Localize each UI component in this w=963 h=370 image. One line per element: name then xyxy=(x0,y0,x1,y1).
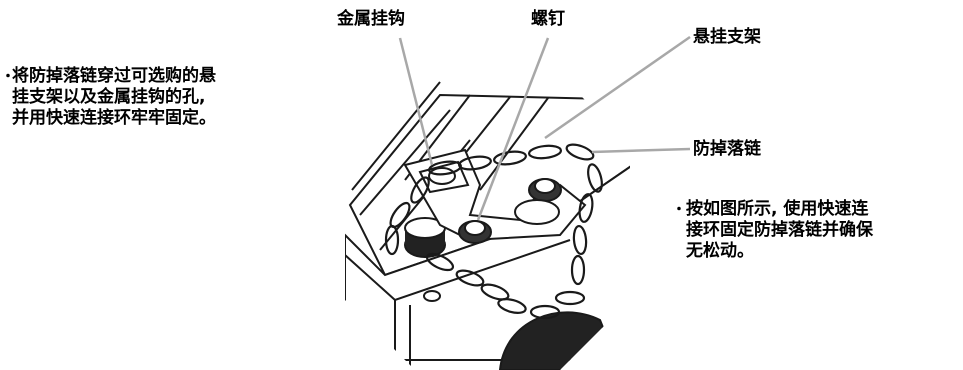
hanging-bracket-label: 悬挂支架 xyxy=(693,27,761,47)
right-note-line: 按如图所示, 使用快速连 xyxy=(686,199,869,219)
right-note-line: 无松动。 xyxy=(686,241,754,261)
anti-drop-chain xyxy=(384,143,603,320)
left-note-line: 将防掉落链穿过可选购的悬 xyxy=(12,66,216,86)
metal-hook-label: 金属挂钩 xyxy=(337,9,405,29)
hanging-bracket-leader xyxy=(544,35,691,140)
anti-drop-chain-leader xyxy=(591,147,691,154)
right-note-bullet: ・ xyxy=(672,202,686,218)
screw-label: 螺钉 xyxy=(531,9,565,29)
metal-hook-leader xyxy=(398,37,434,166)
right-note-line: 接环固定防掉落链并确保 xyxy=(686,220,873,240)
left-note: 将防掉落链穿过可选购的悬 挂支架以及金属挂钩的孔, 并用快速连接环牢牢固定。 xyxy=(12,66,216,129)
screw xyxy=(458,178,562,244)
leader-lines xyxy=(398,35,691,221)
left-note-line: 并用快速连接环牢牢固定。 xyxy=(12,108,216,128)
anti-drop-chain-label: 防掉落链 xyxy=(693,139,761,159)
screw-leader xyxy=(476,37,550,221)
right-note: 按如图所示, 使用快速连 接环固定防掉落链并确保 无松动。 xyxy=(686,199,873,262)
left-note-line: 挂支架以及金属挂钩的孔, xyxy=(12,87,206,107)
left-note-bullet: ・ xyxy=(1,69,15,85)
